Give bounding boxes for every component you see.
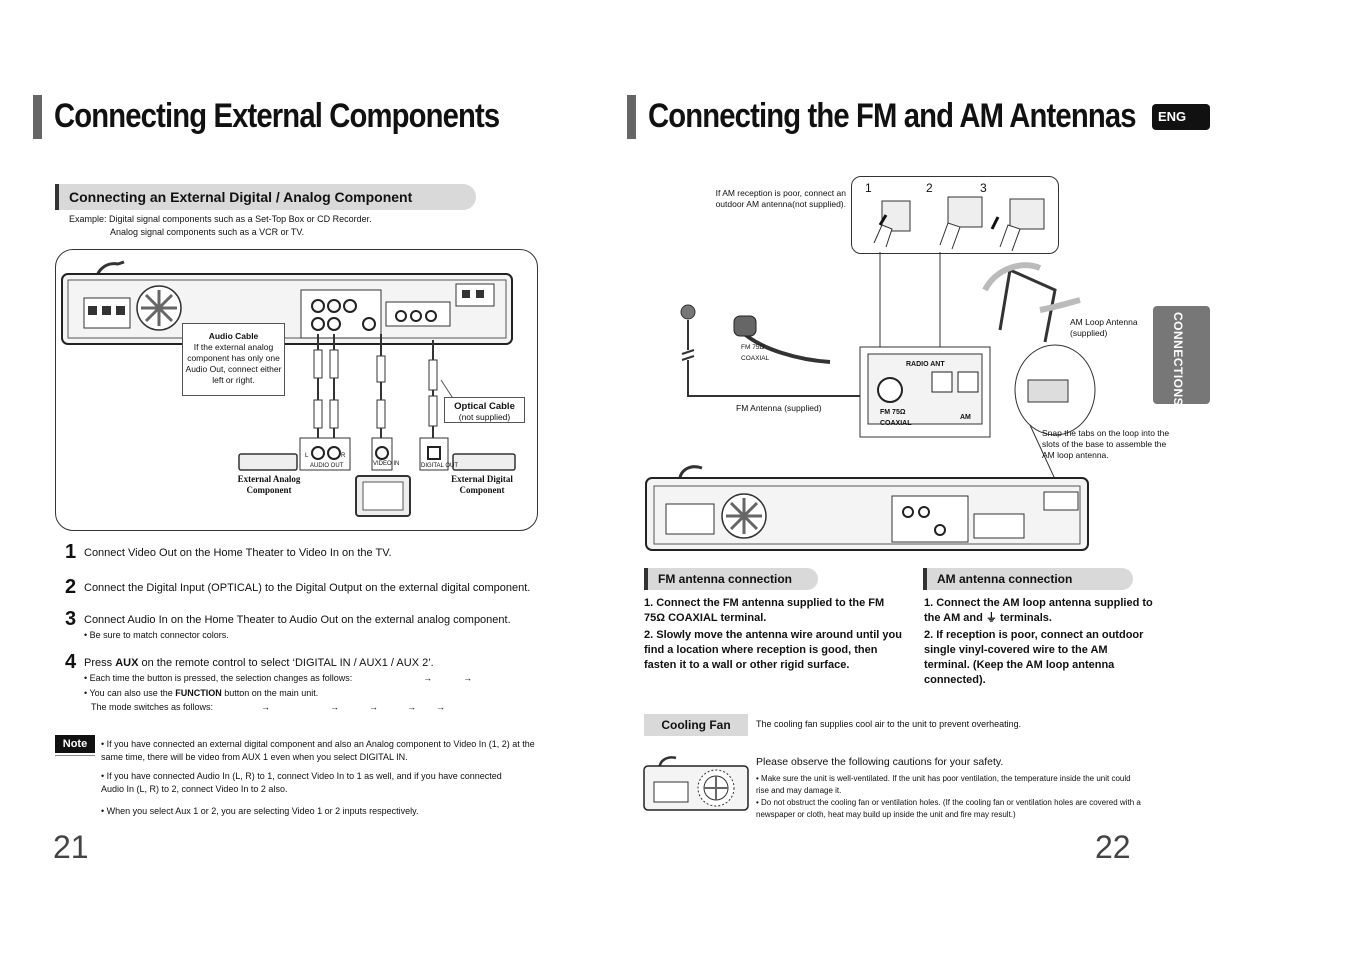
title-bar-left: [33, 95, 42, 139]
radio-ant-label: RADIO ANT: [906, 361, 945, 368]
fm-step-1: 1. Connect the FM antenna supplied to th…: [644, 597, 885, 624]
step-4-bullet-1: • Each time the button is pressed, the s…: [84, 673, 353, 683]
step-4-text-pre: Press: [84, 657, 116, 669]
step-4-text-post: on the remote control to select ‘DIGITAL…: [138, 657, 434, 669]
am-loop-label: AM Loop Antenna (supplied): [1070, 317, 1138, 338]
step-4-bullet-2: • You can also use the FUNCTION button o…: [84, 688, 319, 698]
mode-arrow-2: →: [330, 702, 339, 712]
connections-tab: CONNECTIONS: [1153, 306, 1210, 407]
snap-steps-box: [851, 176, 1059, 254]
optical-cable-callout: Optical Cable (not supplied): [444, 397, 525, 423]
step-4-arrow-1: →: [423, 673, 432, 683]
step-4-bullet-2-post: button on the main unit.: [221, 688, 319, 698]
note-badge: Note: [55, 735, 95, 753]
page-title-right: Connecting the FM and AM Antennas: [648, 97, 1136, 135]
snap-note: Snap the tabs on the loop into the slots…: [1042, 428, 1170, 460]
step-3-text: Connect Audio In on the Home Theater to …: [84, 614, 511, 626]
step-4-bullet-3: The mode switches as follows:: [91, 702, 214, 712]
optical-cable-sub: (not supplied): [458, 412, 511, 422]
step-3-bullet: • Be sure to match connector colors.: [84, 630, 229, 640]
snap-step-3: 3: [980, 181, 987, 195]
page-number-right: 22: [1095, 829, 1131, 865]
cooling-fan-text: The cooling fan supplies cool air to the…: [756, 719, 1022, 729]
step-4-bullet-1-text: Each time the button is pressed, the sel…: [89, 673, 353, 683]
step-4-text: Press AUX on the remote control to selec…: [84, 657, 434, 669]
note-1-text: If you have connected an external digita…: [101, 739, 535, 762]
cooling-fan-label: Cooling Fan: [644, 714, 748, 736]
am-poor-note: If AM reception is poor, connect an outd…: [715, 188, 846, 209]
connections-tab-label: CONNECTIONS: [1171, 312, 1185, 407]
step-3-bullet-text: Be sure to match connector colors.: [89, 630, 229, 640]
snap-steps-illustration: [873, 196, 1045, 252]
step-3-number: 3: [65, 608, 77, 630]
connection-diagram: [55, 249, 538, 531]
step-1-number: 1: [65, 541, 77, 563]
video-in-label: VIDEO IN: [373, 461, 400, 467]
caution-title: Please observe the following cautions fo…: [756, 756, 1004, 768]
caution-1-text: Make sure the unit is well-ventilated. I…: [756, 774, 1131, 795]
step-4-arrow-2: →: [463, 673, 472, 683]
note-3-text: When you select Aux 1 or 2, you are sele…: [106, 806, 419, 816]
fm-connector-label: FM 75Ω COAXIAL: [741, 344, 770, 362]
step-2-number: 2: [65, 576, 77, 598]
digital-out-label: DIGITAL OUT: [421, 463, 459, 469]
audio-cable-title: Audio Cable: [208, 331, 259, 341]
am-step-1: 1. Connect the AM loop antenna supplied …: [924, 597, 1153, 624]
step-4-bullet-2-pre: You can also use the: [89, 688, 176, 698]
example-line-1: Example: Digital signal components such …: [69, 214, 372, 224]
aux-key: AUX: [115, 657, 139, 669]
am-terminal-label: AM: [960, 414, 971, 421]
home-theater-rear-panel-right: [645, 465, 1089, 551]
audio-out-l: L: [305, 453, 309, 459]
function-key: FUNCTION: [175, 688, 222, 698]
ext-digital-label: External Digital Component: [451, 474, 513, 495]
eng-badge: ENG: [1152, 104, 1210, 130]
ext-analog-label: External Analog Component: [237, 474, 301, 495]
mode-arrow-3: →: [369, 702, 378, 712]
note-3: • When you select Aux 1 or 2, you are se…: [101, 806, 419, 816]
note-2-text: If you have connected Audio In (L, R) to…: [101, 771, 502, 794]
example-line-2: Analog signal components such as a VCR o…: [110, 227, 305, 237]
audio-cable-callout: Audio Cable If the external analog compo…: [182, 323, 285, 396]
home-theater-rear-panel: [61, 260, 516, 517]
section-header-fm: FM antenna connection: [644, 568, 818, 590]
cooling-fan-illustration: [643, 756, 749, 811]
caution-2-text: Do not obstruct the cooling fan or venti…: [756, 798, 1141, 819]
note-2: • If you have connected Audio In (L, R) …: [101, 771, 502, 794]
title-bar-right: [627, 95, 636, 139]
mode-arrow-1: →: [261, 702, 270, 712]
caution-1: • Make sure the unit is well-ventilated.…: [756, 774, 1131, 795]
am-step-2: 2. If reception is poor, connect an outd…: [924, 629, 1144, 686]
note-underline: [55, 755, 95, 756]
page-number-left: 21: [53, 829, 89, 865]
step-1-text: Connect Video Out on the Home Theater to…: [84, 547, 392, 559]
optical-cable-title: Optical Cable: [454, 401, 515, 412]
fm-antenna-label: FM Antenna (supplied): [736, 403, 822, 413]
audio-out-r: R: [341, 453, 346, 459]
antenna-diagram: [680, 252, 1096, 491]
fm-step-2: 2. Slowly move the antenna wire around u…: [644, 629, 902, 671]
mode-arrow-5: →: [436, 702, 445, 712]
snap-step-2: 2: [926, 181, 933, 195]
audio-out-label: AUDIO OUT: [310, 463, 344, 469]
step-4-number: 4: [65, 651, 77, 673]
mode-arrow-4: →: [407, 702, 416, 712]
page-title-left: Connecting External Components: [54, 97, 500, 135]
snap-step-1: 1: [865, 181, 872, 195]
section-header-am: AM antenna connection: [923, 568, 1133, 590]
section-header-ext-component: Connecting an External Digital / Analog …: [55, 184, 476, 210]
step-2-text: Connect the Digital Input (OPTICAL) to t…: [84, 582, 531, 594]
audio-cable-text: If the external analog component has onl…: [185, 342, 282, 385]
fm-coaxial-label: FM 75Ω COAXIAL: [880, 409, 912, 427]
caution-2: • Do not obstruct the cooling fan or ven…: [756, 798, 1141, 819]
note-1: • If you have connected an external digi…: [101, 739, 535, 762]
